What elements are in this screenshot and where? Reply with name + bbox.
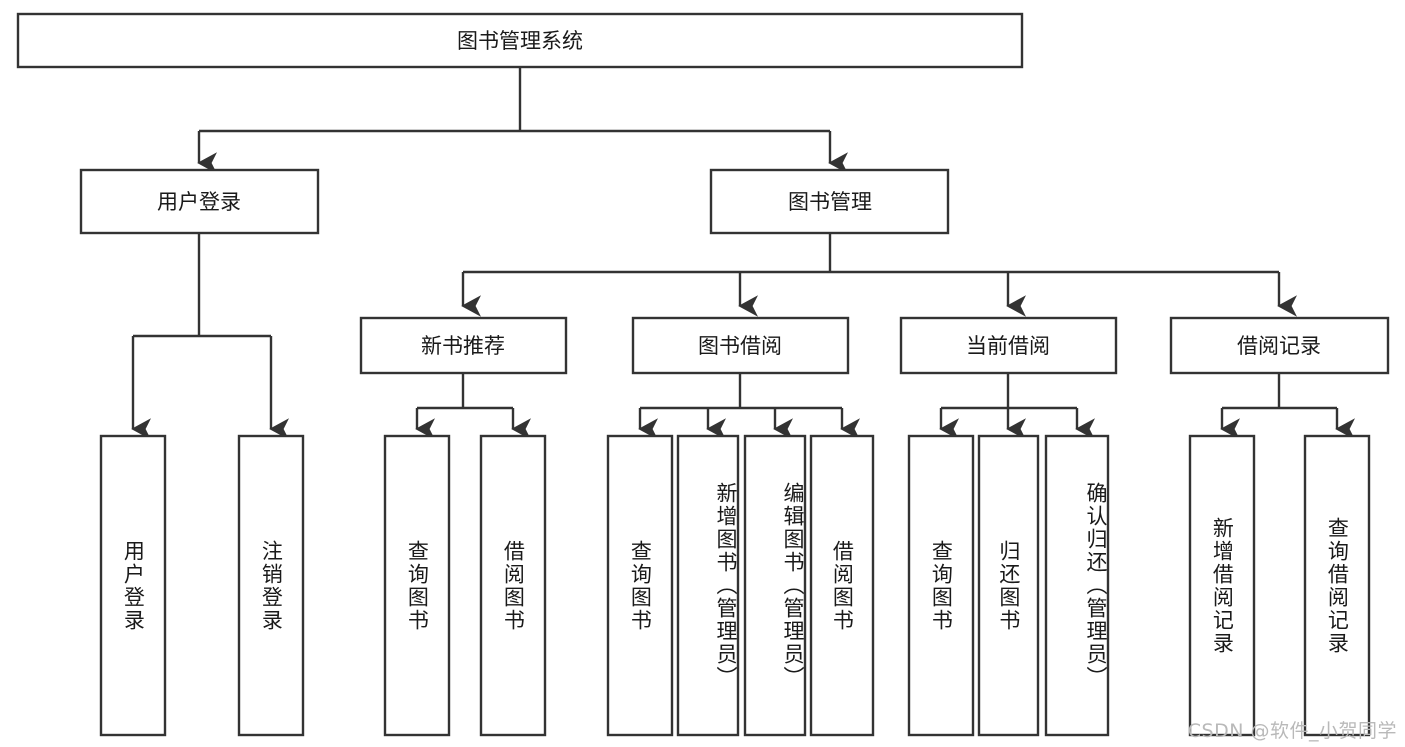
node-new-book-recommend-box — [359, 316, 568, 375]
leaf-box-borrow-record-1[interactable] — [1188, 434, 1256, 737]
node-new-book-recommend-label: 新书推荐 — [421, 334, 505, 358]
leaf-box-borrow-record-2[interactable] — [1303, 434, 1371, 737]
node-book-manage-box — [709, 168, 950, 235]
csdn-watermark: CSDN @软件_小贺同学 — [1187, 720, 1397, 742]
leaf-box-user-login-1[interactable] — [99, 434, 167, 737]
leaf-box-new-book-2[interactable] — [479, 434, 547, 737]
leaf-box-current-borrow-2[interactable] — [977, 434, 1040, 737]
node-borrow-record-label: 借阅记录 — [1237, 334, 1321, 358]
node-book-borrow-label: 图书借阅 — [698, 334, 782, 358]
leaf-box-group — [99, 434, 1371, 737]
node-user-login-label: 用户登录 — [157, 190, 241, 214]
node-book-borrow[interactable]: 图书借阅 — [631, 316, 850, 375]
node-book-borrow-box — [631, 316, 850, 375]
node-book-manage[interactable]: 图书管理 — [709, 168, 950, 235]
leaf-box-book-borrow-4[interactable] — [809, 434, 875, 737]
leaf-box-user-login-2[interactable] — [237, 434, 305, 737]
node-current-borrow-box — [899, 316, 1118, 375]
node-book-manage-label: 图书管理 — [788, 190, 872, 214]
leaf-box-book-borrow-1[interactable] — [606, 434, 674, 737]
node-root-label: 图书管理系统 — [457, 29, 583, 53]
node-root-box — [16, 12, 1024, 69]
node-new-book-recommend[interactable]: 新书推荐 — [359, 316, 568, 375]
node-user-login[interactable]: 用户登录 — [79, 168, 320, 235]
edge-group — [131, 67, 1355, 440]
node-borrow-record[interactable]: 借阅记录 — [1169, 316, 1390, 375]
leaf-box-new-book-1[interactable] — [383, 434, 451, 737]
node-current-borrow-label: 当前借阅 — [966, 334, 1050, 358]
leaf-box-current-borrow-1[interactable] — [907, 434, 975, 737]
leaf-box-current-borrow-3[interactable] — [1044, 434, 1110, 737]
leaf-box-book-borrow-2[interactable] — [676, 434, 740, 737]
node-current-borrow[interactable]: 当前借阅 — [899, 316, 1118, 375]
node-root[interactable]: 图书管理系统 — [16, 12, 1024, 69]
node-borrow-record-box — [1169, 316, 1390, 375]
node-user-login-box — [79, 168, 320, 235]
leaf-box-book-borrow-3[interactable] — [743, 434, 807, 737]
